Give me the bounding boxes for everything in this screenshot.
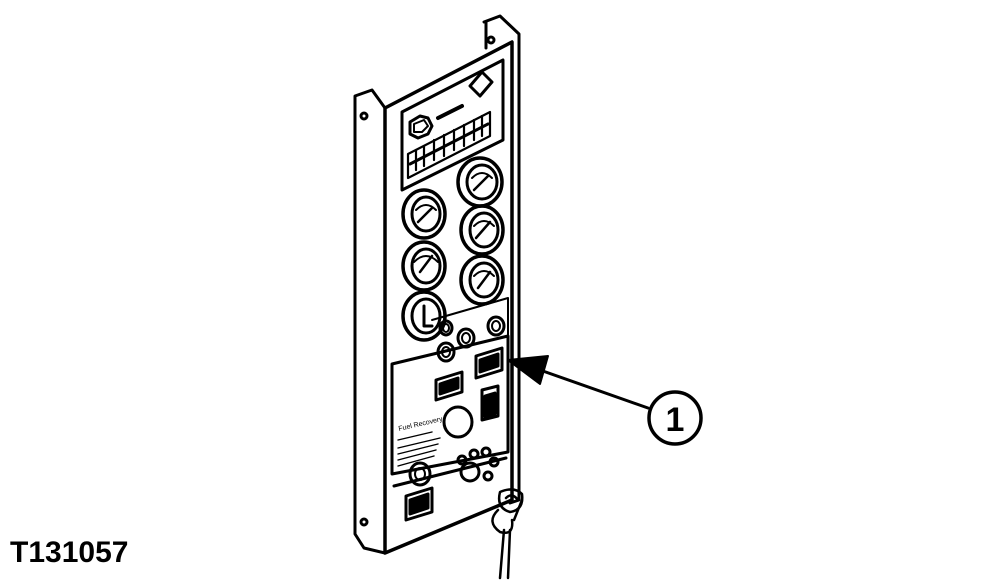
- engine-icon: [408, 114, 434, 140]
- rocker-switch-vertical: [480, 384, 500, 422]
- plate-text-lines: [397, 431, 441, 467]
- gauge-mid-left: [401, 188, 447, 240]
- callout-number: 1: [666, 401, 685, 439]
- upper-label-plate: [400, 58, 505, 192]
- gauge-bottom-left: [401, 290, 447, 342]
- gauge-top-right: [456, 156, 504, 208]
- ignition-key-icon: [491, 488, 524, 580]
- panel-face: [383, 40, 514, 555]
- gauge-lower-right: [459, 254, 505, 306]
- rocker-switch-icon: [434, 346, 504, 402]
- plate-heading: Fuel Recovery: [398, 416, 444, 433]
- key-switch-icon: [408, 461, 432, 487]
- control-knob: [442, 405, 474, 439]
- gauge-mid-right: [459, 204, 505, 256]
- callout-arrow-icon: [507, 355, 650, 410]
- gauge-lower-left: [401, 240, 447, 292]
- warning-diamond-icon: [468, 70, 494, 98]
- figure-id-label: T131057: [10, 536, 129, 569]
- fuse-strip-icon: [406, 110, 492, 180]
- lower-control-plate: [390, 334, 510, 476]
- bottom-control-plate: [392, 446, 508, 522]
- panel-back-flange: [482, 14, 521, 505]
- callout-circle: [647, 390, 703, 446]
- panel-left-flange: [353, 88, 387, 555]
